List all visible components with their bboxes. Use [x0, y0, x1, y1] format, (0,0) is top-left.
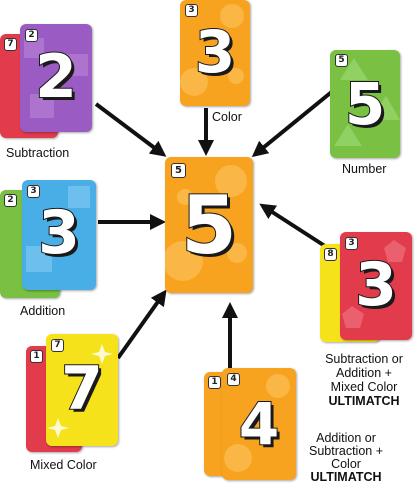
label-line: Subtraction or	[325, 352, 403, 366]
card-corner: 3	[345, 237, 358, 250]
card-pattern	[24, 38, 88, 118]
card-pattern	[165, 165, 247, 281]
label-addition: Addition	[20, 304, 66, 318]
label-line: Mixed Color	[330, 380, 398, 394]
label-line: Color	[331, 457, 361, 471]
card-pattern	[180, 4, 244, 96]
label-subtraction: Subtraction	[6, 146, 70, 160]
card-pattern	[342, 240, 406, 328]
card-number: 7	[60, 353, 104, 425]
arrow-subtraction	[94, 102, 167, 157]
label-mixed-color: Mixed Color	[30, 458, 97, 472]
arrow-ultimatch1	[259, 203, 330, 250]
label-number: Number	[342, 162, 387, 176]
card-corner: 7	[51, 339, 64, 352]
card-center: 5 5	[165, 157, 253, 293]
card-number: 3	[194, 17, 236, 87]
card-subtraction-front: 2 2	[20, 24, 92, 132]
card-corner: 7	[4, 38, 17, 51]
card-number: 4	[238, 389, 280, 459]
card-number: 5	[344, 69, 386, 139]
card-color: 3 3	[180, 0, 250, 106]
card-ultimatch2-front: 4 4	[222, 368, 296, 480]
card-number: 5 5	[330, 50, 400, 158]
card-corner: 2	[25, 29, 38, 42]
label-line: Addition or	[316, 431, 376, 445]
card-addition-front: 3 3	[22, 180, 96, 290]
card-pattern	[224, 374, 290, 472]
card-corner: 3	[185, 4, 198, 17]
arrow-mixed	[116, 289, 167, 360]
card-number: 3	[354, 249, 398, 321]
label-line: Subtraction +	[308, 444, 383, 458]
label-line: ULTIMATCH	[328, 394, 400, 408]
card-corner: 1	[30, 350, 43, 363]
card-mixed-front: 7 7	[46, 334, 118, 446]
card-corner: 5	[335, 54, 348, 67]
card-corner: 4	[227, 373, 240, 386]
card-corner: 5	[171, 163, 186, 178]
card-corner: 1	[208, 376, 221, 389]
arrow-number	[251, 88, 336, 158]
label-color: Color	[212, 110, 242, 124]
label-line: ULTIMATCH	[310, 470, 382, 484]
card-number: 5	[180, 178, 238, 273]
card-pattern	[26, 186, 90, 272]
label-ultimatch1: Subtraction or Addition + Mixed Color UL…	[314, 352, 414, 408]
label-line: Addition +	[336, 366, 392, 380]
card-pattern	[334, 58, 400, 146]
card-ultimatch1-front: 3 3	[340, 232, 412, 340]
card-corner: 3	[27, 185, 40, 198]
card-corner: 8	[324, 248, 337, 261]
card-number: 2	[34, 41, 78, 113]
label-ultimatch2: Addition or Subtraction + Color ULTIMATC…	[296, 432, 396, 484]
card-corner: 2	[4, 194, 17, 207]
card-number: 3	[37, 197, 81, 269]
card-pattern	[47, 344, 113, 438]
